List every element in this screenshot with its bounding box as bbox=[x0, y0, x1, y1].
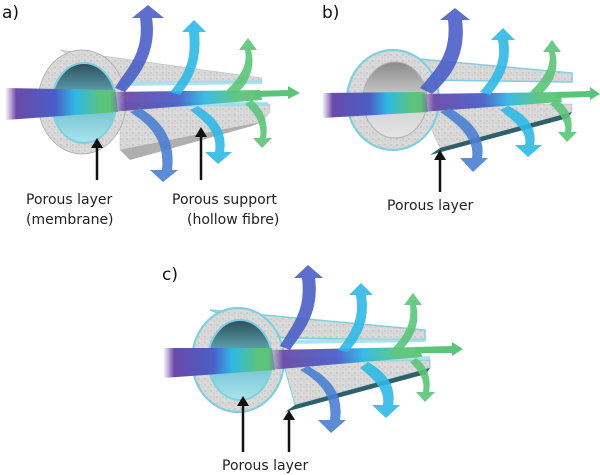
pointer-arrow-porous-layer bbox=[434, 150, 446, 192]
permeate-arrow-down-blue bbox=[300, 366, 346, 433]
permeate-arrow-down-blue bbox=[440, 108, 488, 172]
permeate-arrow-down-green bbox=[245, 100, 272, 148]
feed-flow-arrow bbox=[322, 92, 428, 118]
label-porous-layer: Porous layer bbox=[222, 458, 309, 474]
label-membrane: (membrane) bbox=[26, 212, 114, 228]
permeate-arrow-down-blue bbox=[130, 108, 178, 182]
permeate-arrow-down-green bbox=[410, 358, 435, 402]
panel-c: c) Porous l bbox=[162, 265, 463, 474]
panel-letter-c: c) bbox=[162, 265, 178, 285]
permeate-arrow-up-cyan bbox=[480, 28, 515, 95]
panel-a: a) bbox=[2, 3, 300, 228]
permeate-arrow-down-green bbox=[550, 100, 577, 142]
feed-flow-arrow bbox=[163, 348, 275, 378]
permeate-arrow-down-cyan bbox=[360, 362, 400, 418]
permeate-arrow-up-blue bbox=[280, 265, 323, 350]
permeate-arrow-down-cyan bbox=[500, 106, 542, 157]
feed-flow-arrow bbox=[5, 88, 118, 120]
pointer-arrow-outer-layer bbox=[283, 410, 295, 452]
permeate-arrow-up-blue bbox=[115, 5, 164, 92]
retentate-arrow bbox=[255, 86, 300, 99]
retentate-arrow bbox=[555, 87, 600, 100]
permeate-flow-arrows bbox=[322, 8, 600, 172]
pointer-arrow-membrane bbox=[91, 138, 103, 180]
permeate-arrow-up-cyan bbox=[170, 20, 206, 95]
label-porous-support: Porous support bbox=[172, 192, 277, 208]
pointer-arrow-inner-layer bbox=[237, 396, 249, 452]
label-porous-layer: Porous layer bbox=[387, 198, 474, 214]
permeate-arrow-up-blue bbox=[420, 8, 470, 94]
panel-b: b) Porous layer bbox=[322, 3, 600, 214]
permeate-arrow-up-cyan bbox=[338, 283, 373, 352]
permeate-flow-arrows bbox=[163, 265, 463, 433]
label-porous-layer: Porous layer bbox=[26, 192, 113, 208]
retentate-arrow bbox=[415, 342, 463, 356]
label-hollow-fibre: (hollow fibre) bbox=[187, 212, 279, 228]
pointer-arrow-support bbox=[195, 127, 207, 180]
permeate-flow-arrows bbox=[5, 5, 300, 182]
permeate-arrow-up-green bbox=[393, 293, 422, 352]
permeate-arrow-up-green bbox=[530, 40, 561, 95]
permeate-arrow-up-green bbox=[225, 38, 257, 95]
panel-letter-b: b) bbox=[322, 3, 339, 23]
permeate-arrow-down-cyan bbox=[190, 106, 232, 164]
panel-letter-a: a) bbox=[2, 3, 19, 23]
